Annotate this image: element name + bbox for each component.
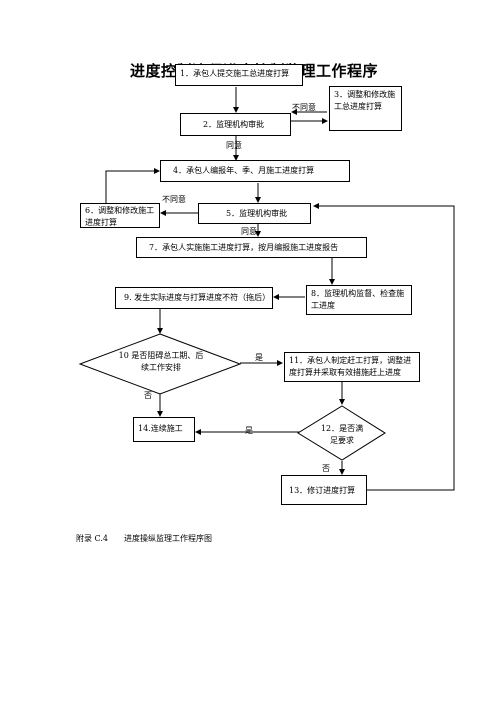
step-9-box: 9. 发生实际进度与打算进度不符（拖后） bbox=[115, 287, 273, 309]
step-1-box: 1．承包人提交施工总进度打算 bbox=[175, 64, 303, 86]
step-2-box: 2．监理机构审批 bbox=[180, 113, 291, 136]
label-agree-2: 同意 bbox=[241, 227, 257, 236]
arrow-6-4 bbox=[105, 168, 160, 203]
decision-10-text: 10 是否阻碍总工期、后续工作安排 bbox=[118, 351, 204, 372]
figure-caption: 附录 C.4 进度操纵监理工作程序图 bbox=[76, 534, 213, 543]
step-6-box: 6．调整和修改施工进度打算 bbox=[80, 203, 160, 228]
step-4-box: 4．承包人编报年、季、月施工进度打算 bbox=[160, 160, 350, 182]
label-agree-1: 同意 bbox=[226, 141, 242, 150]
step-5-box: 5．监理机构审批 bbox=[198, 203, 311, 224]
label-no-2: 否 bbox=[322, 464, 330, 473]
step-8-box: 8．监理机构监督、检查施工进度 bbox=[306, 285, 412, 315]
label-disagree-2: 不同意 bbox=[162, 195, 186, 204]
step-7-box: 7．承包人实施施工进度打算，按月编报施工进度报告 bbox=[136, 237, 367, 258]
arrow-13-5 bbox=[313, 203, 455, 491]
step-14-box: 14.连续施工 bbox=[133, 417, 195, 442]
step-11-box: 11．承包人制定赶工打算，调整进度打算并采取有效措施赶上进度 bbox=[284, 352, 420, 382]
decision-12-text: 12．是否满足要求 bbox=[320, 424, 364, 445]
decision-10-shape bbox=[78, 333, 242, 395]
step-3-box: 3．调整和修改施工总进度打算 bbox=[329, 86, 402, 131]
decision-12-shape bbox=[297, 405, 386, 461]
label-disagree-1: 不同意 bbox=[292, 103, 316, 112]
step-13-box: 13．修订进度打算 bbox=[281, 475, 367, 505]
label-yes-1: 是 bbox=[255, 353, 263, 362]
label-no-1: 否 bbox=[144, 391, 152, 400]
label-yes-2: 是 bbox=[245, 426, 253, 435]
